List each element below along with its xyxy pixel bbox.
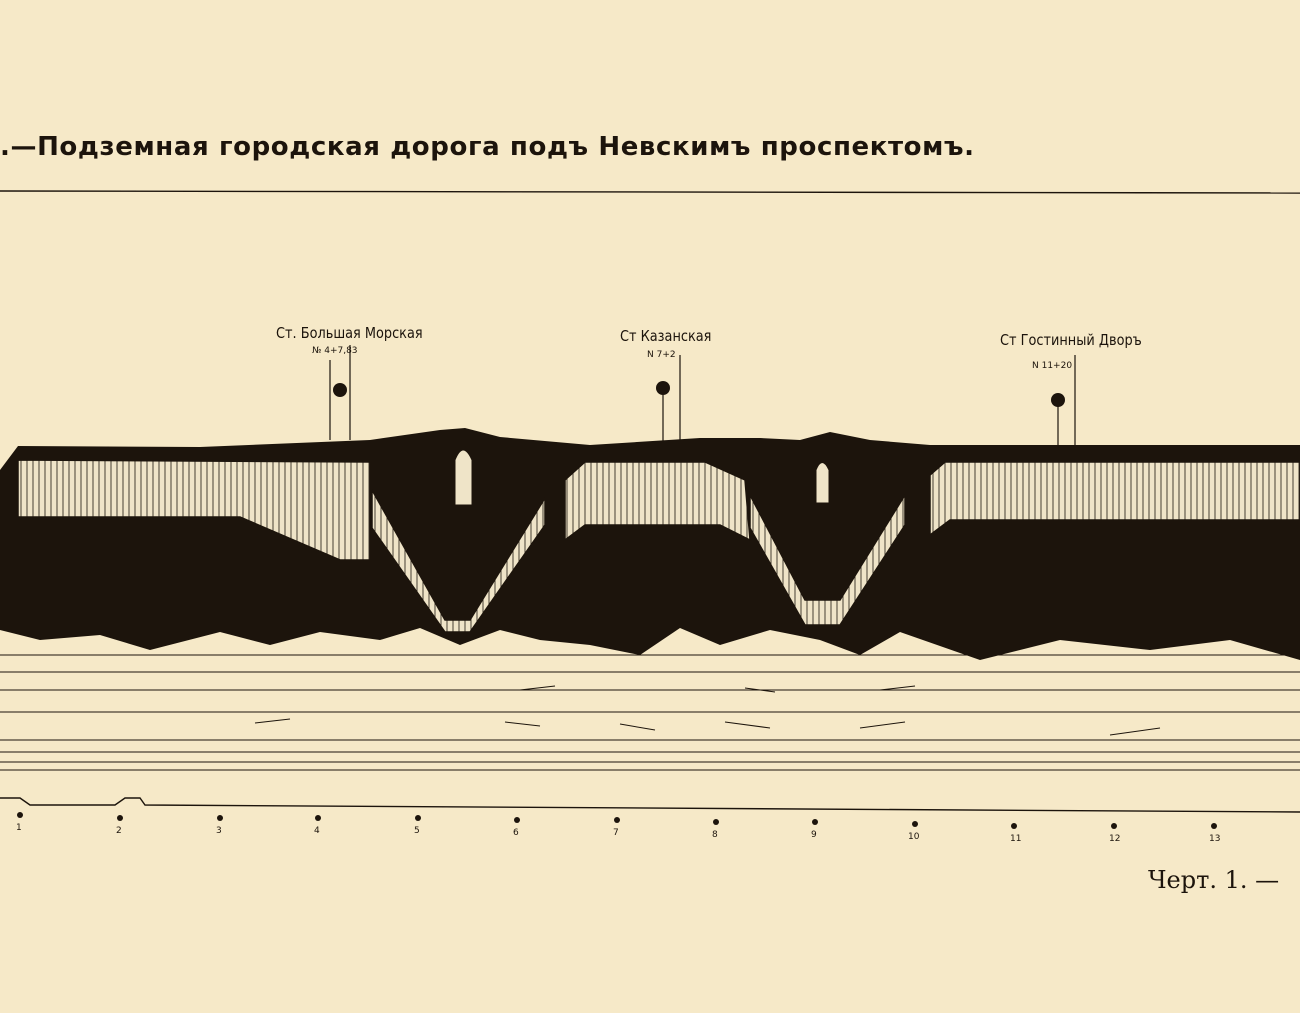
point-number: 2	[116, 826, 122, 836]
tunnel-lining-2	[564, 461, 751, 542]
point-number: 9	[811, 830, 817, 840]
point-number: 10	[908, 832, 920, 842]
tunnel-lining-3	[929, 461, 1300, 537]
point-number: 7	[613, 828, 619, 838]
tunnel-dip-1	[371, 487, 546, 633]
shaft-arch-1	[454, 449, 473, 506]
shaft-arch-2	[815, 462, 830, 504]
point-number: 6	[513, 828, 519, 838]
point-number: 4	[314, 826, 320, 836]
station-number: N 7+2	[647, 350, 676, 360]
point-number: 5	[414, 826, 420, 836]
point-number: 8	[712, 830, 718, 840]
point-number: 1	[16, 823, 22, 833]
station-number: N 11+20	[1032, 361, 1073, 371]
tunnel-lining-1	[17, 459, 371, 561]
point-number: 11	[1010, 834, 1022, 844]
point-number: 3	[216, 826, 222, 836]
top-rule	[0, 190, 1300, 194]
station-label-bolshaya-morskaya: Ст. Большая Морская	[276, 324, 423, 342]
profile-table	[0, 654, 1300, 771]
point-number: 12	[1109, 834, 1121, 844]
tunnel-dip-2	[749, 492, 906, 626]
point-number: 13	[1209, 834, 1221, 844]
station-label-kazanskaya: Ст Казанская	[620, 327, 712, 345]
station-number: № 4+7,83	[312, 346, 358, 356]
station-label-gostinny-dvor: Ст Гостинный Дворъ	[1000, 331, 1142, 349]
plan-line	[0, 797, 1300, 813]
page-title: .—Подземная городская дорога подъ Невски…	[0, 132, 975, 162]
figure-caption: Черт. 1. —	[1148, 866, 1280, 894]
